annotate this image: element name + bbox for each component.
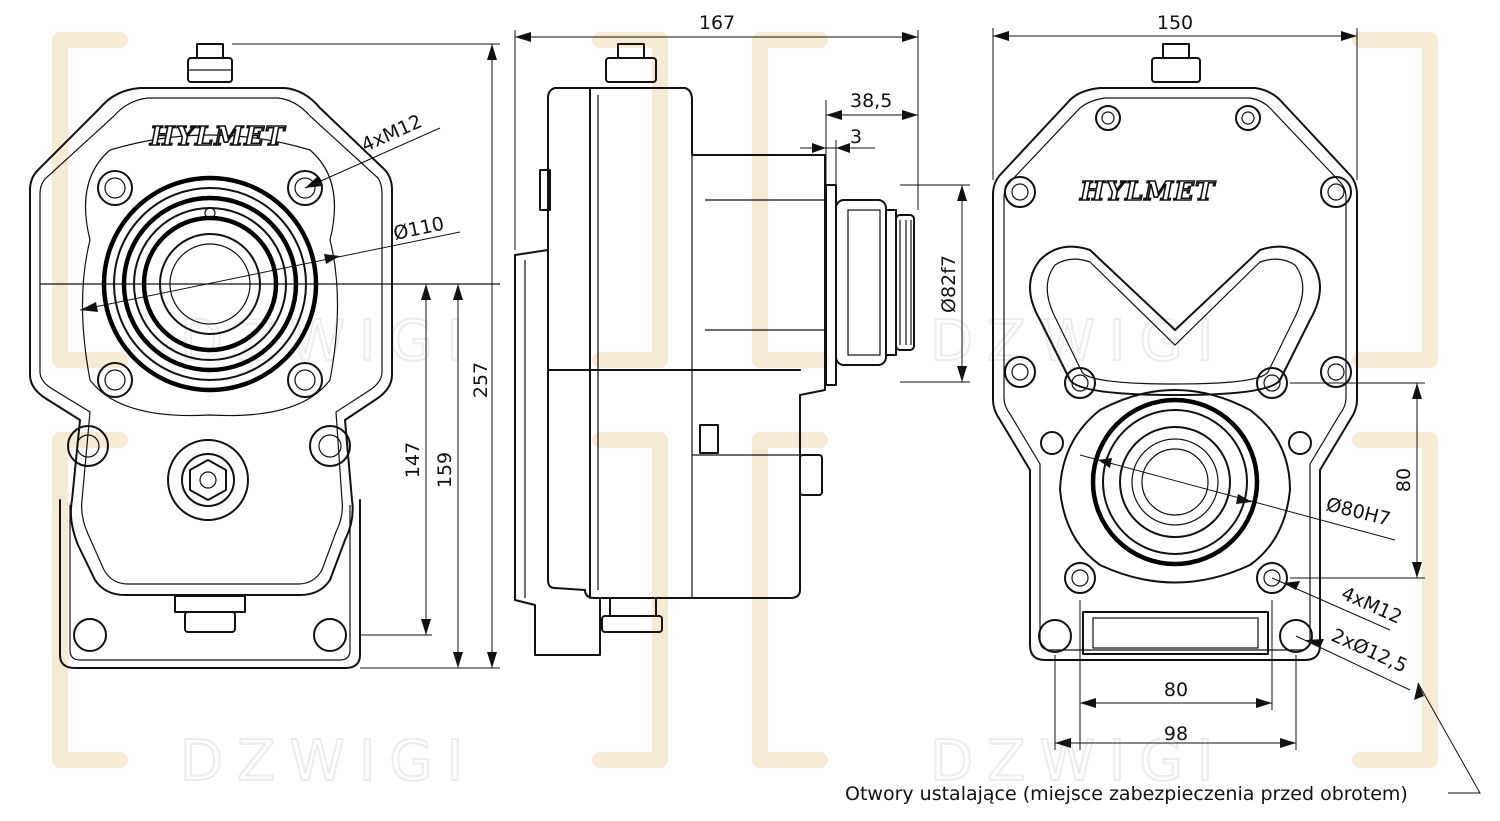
rear-view: HYLMET	[992, 43, 1358, 661]
dim-80-vertical-label: 80	[1393, 468, 1415, 492]
watermark-text-3: DZWIGI	[180, 729, 477, 794]
front-view: HYLMET	[29, 43, 500, 669]
watermark-text-4: DZWIGI	[930, 729, 1227, 794]
watermark-text-2: DZWIGI	[930, 309, 1227, 374]
dim-80-horizontal-label: 80	[1164, 679, 1188, 701]
rear-logo: HYLMET	[1079, 177, 1216, 207]
dim-o80h7-label: Ø80H7	[1324, 494, 1393, 531]
rear-dimensions: 150 80 Ø80H7 4xM12 2xØ12,5 80 98	[992, 12, 1425, 750]
watermark: DZWIGI DZWIGI DZWIGI DZWIGI	[52, 32, 1438, 795]
dim-3-label: 3	[850, 126, 862, 148]
dim-159-label: 159	[434, 452, 456, 488]
dim-o82f7-label: Ø82f7	[938, 255, 960, 313]
dim-38-5-label: 38,5	[850, 90, 892, 112]
dim-167-label: 167	[699, 12, 735, 34]
dim-257-label: 257	[470, 362, 492, 398]
note-text: Otwory ustalające (miejsce zabezpieczeni…	[845, 783, 1408, 805]
dim-150-label: 150	[1157, 12, 1193, 34]
dim-98-label: 98	[1164, 723, 1188, 745]
dim-2xo12-5-label: 2xØ12,5	[1328, 624, 1411, 677]
side-view	[514, 43, 915, 656]
dim-147-label: 147	[402, 442, 424, 478]
watermark-text-1: DZWIGI	[180, 309, 477, 374]
note-callout: Otwory ustalające (miejsce zabezpieczeni…	[845, 682, 1481, 805]
side-dimensions: 167 38,5 3 Ø82f7	[514, 12, 970, 383]
front-logo: HYLMET	[149, 122, 286, 152]
